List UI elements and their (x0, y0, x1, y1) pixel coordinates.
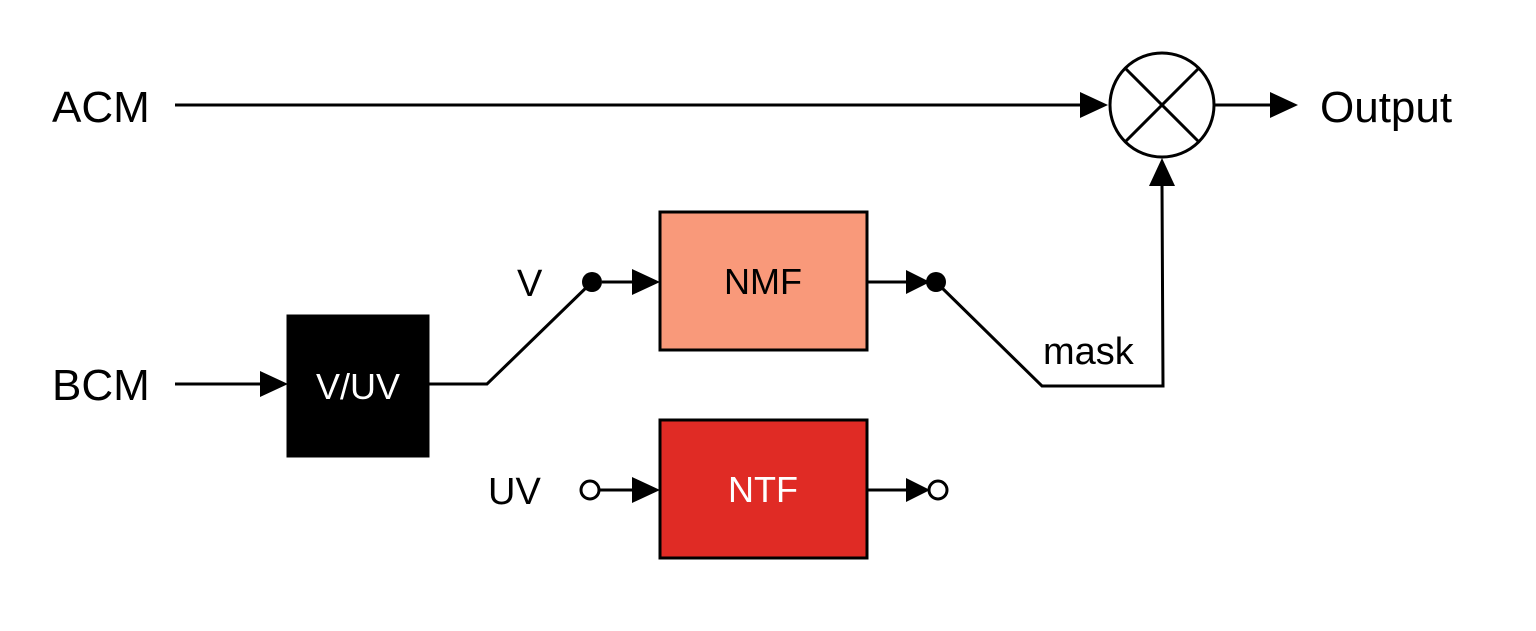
bcm-label: BCM (52, 361, 150, 410)
acm-label: ACM (52, 83, 150, 132)
ntf-input-arrowhead (632, 477, 660, 503)
vuv-block-label: V/UV (316, 366, 400, 407)
output-label: Output (1320, 83, 1452, 132)
switch-arm (428, 280, 594, 386)
nmf-block-label: NMF (724, 261, 802, 302)
ntf-output-contact (927, 479, 949, 501)
unvoiced-branch-label: UV (488, 471, 541, 513)
unvoiced-contact (579, 479, 601, 501)
mask-arrowhead (1149, 158, 1175, 186)
acm-arrowhead (1080, 92, 1108, 118)
nmf-block (658, 210, 869, 352)
voiced-contact (582, 272, 602, 292)
voiced-branch-label: V (517, 263, 543, 305)
ntf-output-arrowhead (906, 478, 930, 502)
ntf-block (658, 418, 869, 560)
mask-label: mask (1043, 331, 1135, 373)
bcm-arrowhead (260, 371, 288, 397)
nmf-input-arrowhead (632, 269, 660, 295)
ntf-block-label: NTF (728, 469, 798, 510)
mask-wire (934, 183, 1165, 388)
vuv-block (286, 314, 430, 458)
output-arrowhead (1270, 92, 1298, 118)
multiply-circle-icon (1108, 51, 1216, 159)
nmf-output-arrowhead (906, 270, 930, 294)
